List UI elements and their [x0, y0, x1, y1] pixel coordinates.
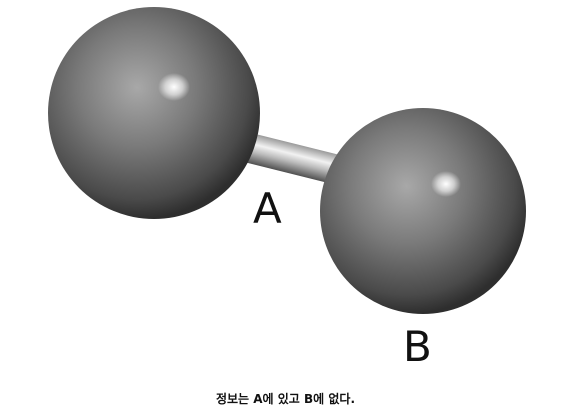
caption: 정보는 A에 있고 B에 없다. — [215, 392, 356, 406]
atom-b-label: B — [403, 322, 432, 371]
atom-b — [320, 108, 526, 314]
atom-a-label: A — [253, 184, 282, 233]
atom-a — [48, 7, 260, 219]
